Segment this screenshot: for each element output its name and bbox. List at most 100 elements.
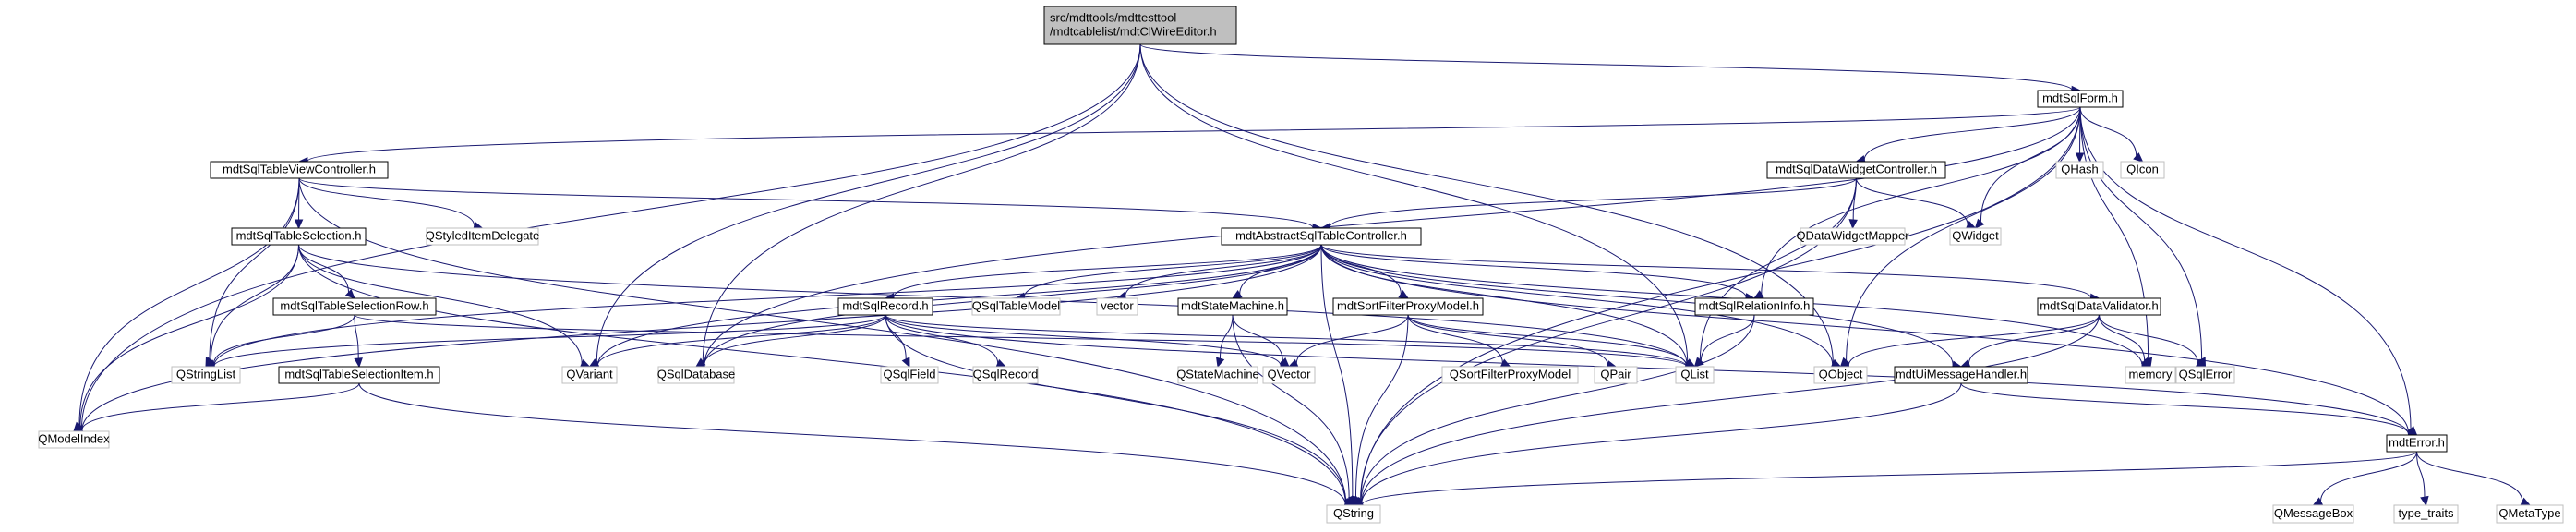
edge-mdt-error-to-qstring [1352,451,2417,510]
edge-mdt-sql-data-widget-controller-to-qwidget [1856,177,1977,229]
node-label: QMessageBox [2274,506,2353,520]
edge-line [79,244,299,427]
edge-line [1139,43,1834,364]
node-qmessage-box: QMessageBox [2272,504,2354,524]
edge-line [2079,106,2203,359]
node-label: mdtSqlTableSelectionItem.h [284,368,433,381]
edge-mdt-ui-message-handler-to-qstring [1352,382,1962,508]
arrowhead-icon [344,288,355,299]
node-mdt-sql-table-selection[interactable]: mdtSqlTableSelection.h [231,227,367,246]
edge-line [1699,177,1857,361]
edge-line [81,244,1322,430]
node-label: QVariant [566,368,613,381]
edge-mdt-sql-table-view-controller-to-qmodel-index [73,177,300,432]
node-mdt-ui-message-handler[interactable]: mdtUiMessageHandler.h [1894,366,2028,384]
node-label: mdtUiMessageHandler.h [1896,368,2027,381]
edge-line [1360,106,2081,502]
node-label: mdtSqlTableViewController.h [223,163,376,176]
edge-line [1329,177,1857,228]
node-label: mdtError.h [2389,436,2445,450]
edge-mdt-error-to-type-traits [2416,451,2429,507]
node-qicon: QIcon [2120,161,2165,179]
node-label: /mdtcablelist/mdtClWireEditor.h [1050,25,1217,39]
node-mdt-sql-relation-info[interactable]: mdtSqlRelationInfo.h [1694,297,1814,316]
node-mdt-sql-table-view-controller[interactable]: mdtSqlTableViewController.h [210,161,389,179]
edge-mdt-sql-relation-info-to-qlist [1693,314,1755,368]
node-qobject: QObject [1813,366,1868,384]
edge-line [1863,106,2081,160]
node-mdt-error[interactable]: mdtError.h [2386,434,2448,453]
arrowhead-icon [2140,357,2151,368]
node-box [1043,6,1237,45]
node-qlist: QList [1675,366,1715,384]
arrowhead-icon [1231,290,1243,299]
node-box [971,297,1061,316]
edge-line [354,314,359,359]
node-label: QPair [1600,368,1631,381]
node-qstring-list: QStringList [171,366,241,384]
node-box [1694,297,1814,316]
node-qsql-table-model: QSqlTableModel [971,297,1061,316]
edge-line [1960,382,2410,435]
edge-mdt-sql-form-to-memory [2079,106,2153,369]
node-box [2175,366,2235,384]
edge-line [885,314,2410,435]
edge-mdt-sql-data-widget-controller-to-mdt-abstract-sql-table-controller [1319,177,1857,232]
node-label: QSqlTableModel [972,299,1060,313]
arrowhead-icon [354,357,363,369]
node-type-traits: type_traits [2393,504,2459,524]
node-box [426,227,539,246]
node-mdt-abstract-sql-table-controller[interactable]: mdtAbstractSqlTableController.h [1221,227,1422,246]
node-label: QIcon [2126,163,2159,176]
node-qsort-filter-proxy-model: QSortFilterProxyModel [1441,366,1579,384]
node-label: QSqlDatabase [657,368,736,381]
edge-mdt-sql-form-to-mdt-sql-data-widget-controller [1855,106,2081,164]
edge-mdt-sql-table-selection-item-to-qmodel-index [72,382,360,435]
edge-mdt-sql-table-selection-to-qmodel-index [73,244,299,432]
edge-line [1320,244,1354,498]
edge-line [1360,314,1755,502]
edge-line [1219,314,1234,359]
node-box [210,161,389,179]
edge-mdt-sql-data-validator-to-memory [2099,314,2151,368]
edge-line [1407,314,1608,365]
node-mdt-sort-filter-proxy-model[interactable]: mdtSortFilterProxyModel.h [1332,297,1484,316]
node-label: src/mdttools/mdttesttool [1050,11,1176,25]
node-mdt-sql-form[interactable]: mdtSqlForm.h [2037,90,2124,108]
node-box [278,366,440,384]
node-qmeta-type: QMetaType [2496,504,2564,524]
arrowhead-icon [1848,219,1858,230]
node-mdt-sql-record[interactable]: mdtSqlRecord.h [837,297,933,316]
node-label: QVector [1268,368,1312,381]
node-label: mdtSqlTableSelection.h [236,229,362,243]
edge-line [213,314,886,367]
node-mdt-state-machine[interactable]: mdtStateMachine.h [1177,297,1288,316]
node-label: vector [1101,299,1134,313]
node-box [972,366,1039,384]
node-root[interactable]: src/mdttools/mdttesttool/mdtcablelist/md… [1043,6,1237,45]
edge-line [213,244,1322,367]
edge-mdt-sql-table-selection-item-to-qstring [358,382,1355,509]
arrowhead-icon [1752,290,1764,299]
edge-line [885,314,1688,367]
node-box [1262,366,1316,384]
node-qvector: QVector [1262,366,1316,384]
edge-line [354,314,1688,368]
node-label: QWidget [1952,229,1999,243]
node-mdt-sql-data-validator[interactable]: mdtSqlDataValidator.h [2037,297,2161,316]
edge-line [1125,244,1322,296]
edge-mdt-sql-table-view-controller-to-qstring-list [205,177,300,369]
edge-root-to-qsql-database [695,43,1141,368]
edge-line [1360,177,1857,502]
edge-mdt-sql-table-selection-row-to-mdt-sql-table-selection-item [354,314,363,369]
edge-line [1320,244,2092,298]
edge-mdt-state-machine-to-qstate-machine [1216,314,1234,369]
node-box [2272,504,2354,524]
node-mdt-sql-table-selection-row[interactable]: mdtSqlTableSelectionRow.h [272,297,437,316]
edge-mdt-sql-table-view-controller-to-qstyled-item-delegate [298,177,484,231]
edge-root-to-mdt-sql-form [1139,43,2082,95]
node-mdt-sql-data-widget-controller[interactable]: mdtSqlDataWidgetController.h [1766,161,1946,179]
node-mdt-sql-table-selection-item[interactable]: mdtSqlTableSelectionItem.h [278,366,440,384]
edge-line [307,106,2081,163]
node-memory: memory [2125,366,2176,384]
